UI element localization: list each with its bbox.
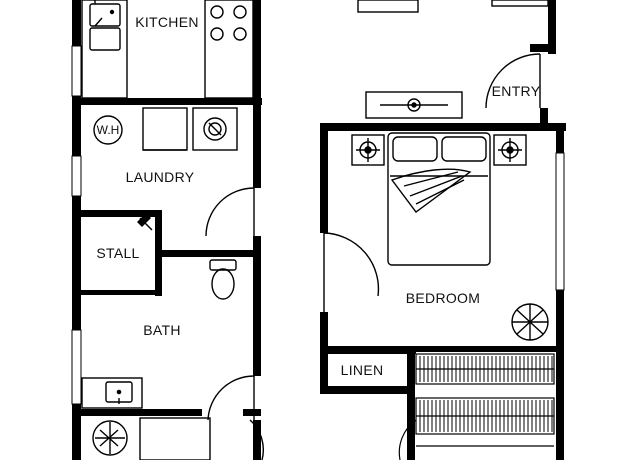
wall-stall-bath-top [155,250,261,257]
wall-entry-right-low [540,108,548,130]
vanity-sink-icon [81,377,143,409]
window-frame-left-1 [71,45,82,97]
stove-icon [210,5,247,41]
dryer-icon [192,107,238,151]
room-label-stall: STALL [96,245,140,261]
plant-icon [92,420,128,456]
door-swing-icon [485,53,541,109]
washer-icon [142,107,188,151]
laundry-fixtures [93,107,255,237]
shower-head-icon [137,213,153,231]
wall-left-mid1 [72,96,81,156]
wall-left-wing-right-mid [253,236,261,376]
bedroom-fixtures [323,91,549,341]
door-swing-icon [323,232,380,312]
wall-closet-top [407,346,564,352]
room-label-water-heater: W.H [96,123,120,137]
room-label-entry: ENTRY [491,83,541,99]
window-frame-left-2 [71,155,82,197]
wall-bedroom-top [320,123,566,131]
wall-sconce-icon [365,91,463,119]
wall-left-mid2 [72,196,81,330]
wall-kitchen-laundry [72,98,262,105]
wall-left-wing-right-bot [253,420,261,460]
nightstand-lamp-icon [493,134,527,166]
wall-left-wing-right-top [253,0,261,188]
room-label-kitchen: KITCHEN [135,14,199,30]
wall-entry-corner [530,44,556,52]
closet-rod-icon [415,353,555,385]
wall-linen-bottom [320,386,415,394]
room-label-bedroom: BEDROOM [405,290,481,306]
closet-fixtures [398,353,555,460]
wall-bedroom-left-top [320,123,328,233]
wall-bedroom-right-top [556,123,564,153]
bed-icon [387,132,491,266]
wall-left-upper [72,0,81,46]
nightstand-lamp-icon [351,134,385,166]
toilet-icon [209,259,237,300]
plant-icon [511,303,549,341]
wall-stall-bottom [72,290,162,295]
room-label-laundry: LAUNDRY [125,169,195,185]
walls [71,0,566,460]
entry-fixtures [357,0,549,109]
wall-entry-right [548,0,556,54]
double-sink-icon [89,3,121,51]
wall-bath-bottom-right [243,409,261,416]
room-label-bath: BATH [143,322,181,338]
wall-bath-bottom [72,409,202,416]
wall-stall-top [72,210,162,217]
room-label-linen: LINEN [340,362,384,378]
door-swing-icon [207,375,255,421]
closet-hatching [419,356,553,432]
window-frame-left-3 [71,329,82,405]
window-frame-bedroom-right [555,152,565,291]
door-swing-icon [205,187,255,237]
bath-fixtures [81,213,265,460]
wall-bedroom-right-bot [556,290,564,460]
water-heater-icon [93,115,123,145]
closet-rod-icon [415,397,555,435]
wall-linen-right [407,346,415,460]
wall-left-lower [72,404,81,460]
wall-linen-top [320,346,416,354]
kitchen-fixtures [81,0,254,99]
